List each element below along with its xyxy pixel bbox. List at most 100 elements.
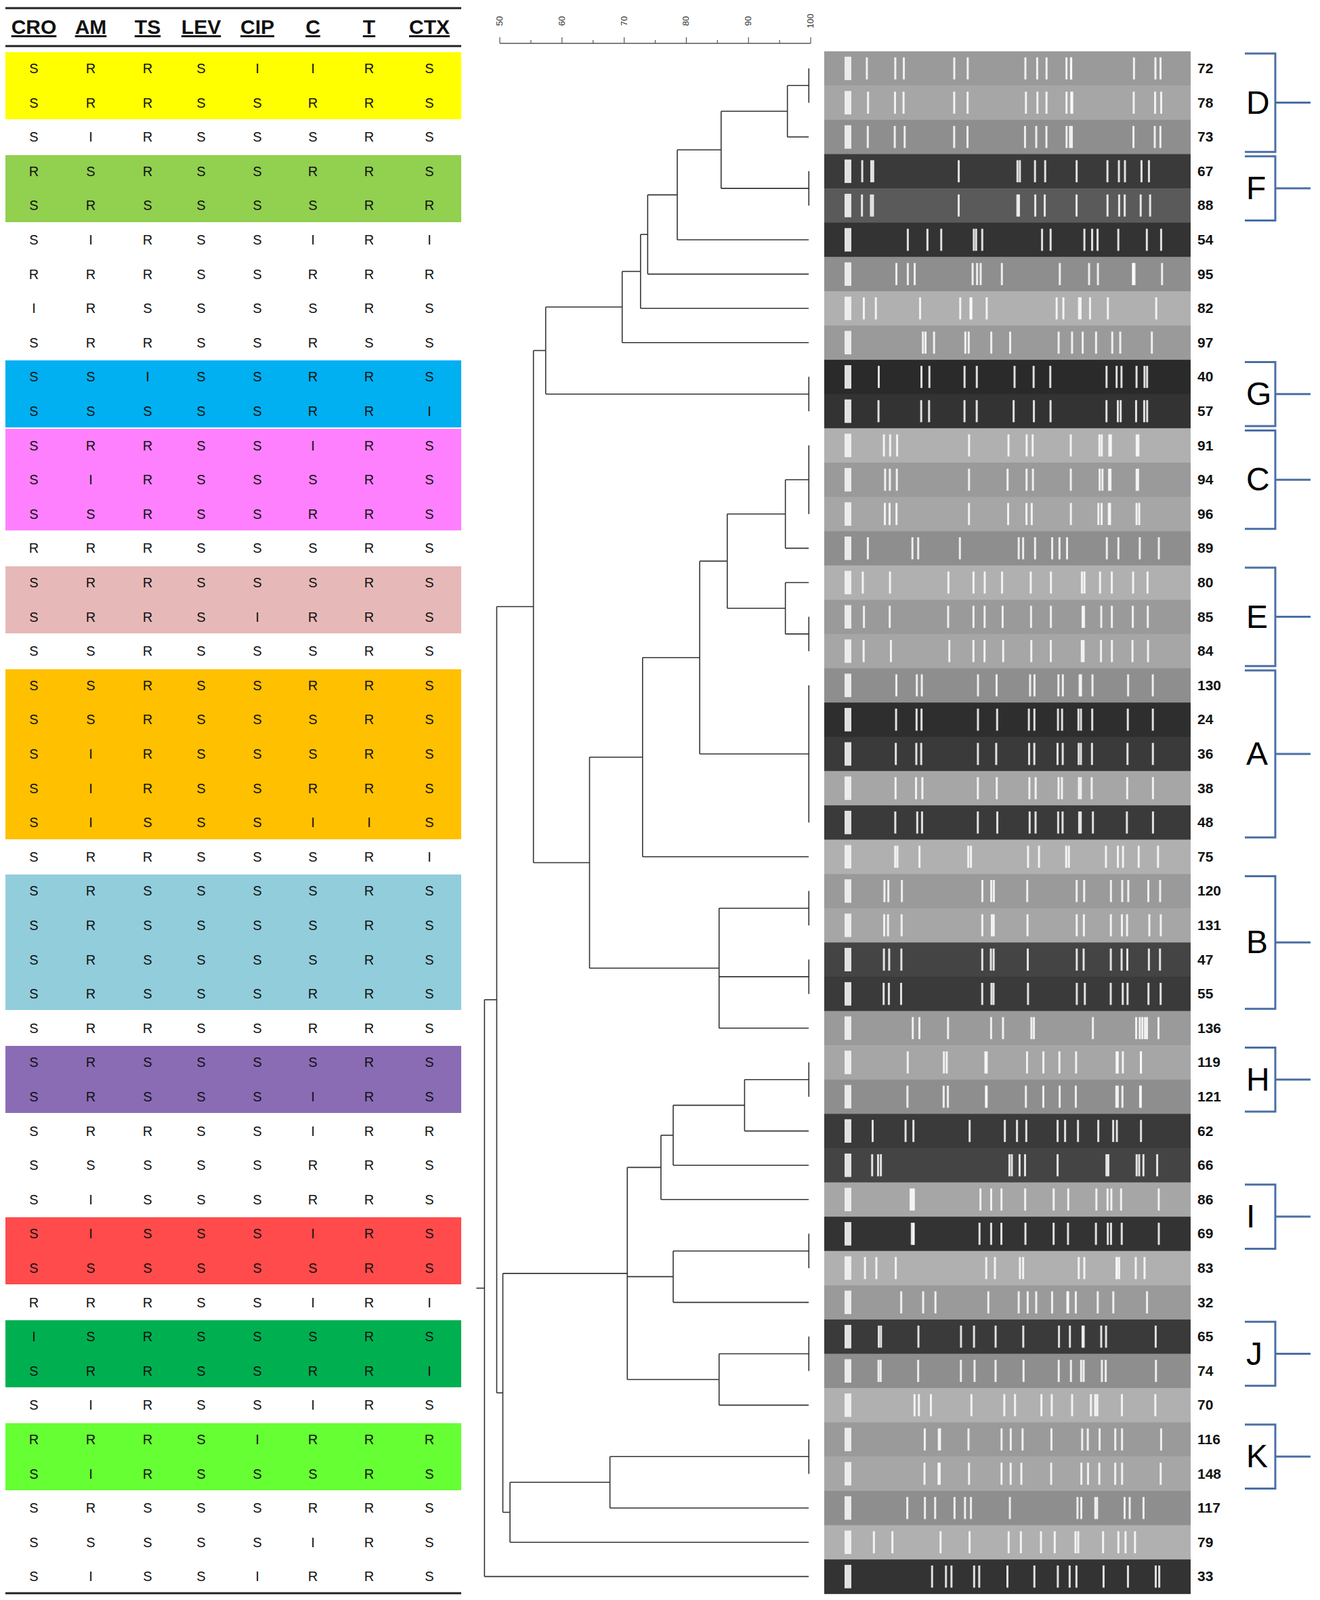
isolate-number: 84 <box>1197 642 1213 660</box>
resistance-cell: S <box>127 949 168 970</box>
resistance-cell: S <box>180 1017 222 1039</box>
gel-lane <box>824 976 1191 1012</box>
gel-band <box>883 914 886 937</box>
gel-band <box>920 708 923 731</box>
gel-band <box>883 948 886 971</box>
gel-band <box>1120 1188 1123 1211</box>
gel-band <box>929 1393 932 1417</box>
gel-band <box>906 228 909 252</box>
gel-lane <box>824 530 1191 566</box>
gel-band <box>1061 708 1064 731</box>
dendrogram-branch <box>677 239 809 241</box>
gel-band <box>920 742 923 766</box>
resistance-cell: S <box>13 332 55 353</box>
gel-band <box>1080 1428 1083 1451</box>
resistance-cell: I <box>292 1531 334 1553</box>
gel-band <box>1154 1359 1157 1383</box>
gel-band <box>1019 1531 1023 1554</box>
resistance-cell: S <box>409 983 450 1004</box>
gel-band <box>1154 1393 1157 1417</box>
gel-band <box>864 1257 867 1280</box>
gel-band <box>1009 1462 1012 1485</box>
dendrogram-branch <box>721 187 810 189</box>
resistance-cell: S <box>237 640 278 662</box>
dendrogram-branch <box>719 1404 809 1407</box>
resistance-cell: S <box>237 469 278 490</box>
gel-band <box>975 365 978 389</box>
gel-band <box>1082 605 1085 628</box>
gel-band <box>994 1325 997 1348</box>
isolate-number: 95 <box>1197 265 1213 284</box>
gel-band <box>971 262 974 286</box>
resistance-cell: S <box>409 606 450 628</box>
gel-band <box>1060 776 1063 800</box>
gel-band <box>1013 365 1016 389</box>
gel-band <box>1104 845 1107 869</box>
gel-band <box>1123 1496 1126 1520</box>
gel-band <box>1032 1017 1035 1040</box>
resistance-cell: S <box>13 1223 55 1244</box>
gel-band <box>959 1359 962 1383</box>
gel-band <box>992 982 995 1006</box>
gel-band <box>912 1119 915 1142</box>
gel-lane <box>824 1456 1191 1491</box>
gel-band <box>1135 1257 1138 1280</box>
resistance-cell: R <box>409 195 450 216</box>
resistance-cell: R <box>292 1360 334 1381</box>
gel-band <box>1098 1428 1101 1451</box>
dendrogram-branch <box>744 1078 809 1081</box>
resistance-cell: S <box>127 1531 168 1553</box>
gel-band <box>870 194 873 217</box>
gel-band <box>1159 914 1162 937</box>
resistance-cell: I <box>237 58 278 79</box>
gel-band <box>1155 297 1158 320</box>
gel-band <box>1025 503 1028 526</box>
gel-band <box>1009 1428 1012 1451</box>
resistance-cell: S <box>13 195 55 216</box>
gel-band <box>1036 91 1039 114</box>
gel-band <box>893 125 897 149</box>
gel-band <box>995 674 998 697</box>
gel-band <box>969 1496 972 1520</box>
resistance-cell: R <box>127 1360 168 1381</box>
gel-band <box>1070 468 1073 492</box>
dendrogram-branch <box>661 1198 809 1201</box>
gel-band <box>913 1393 916 1417</box>
gel-band <box>963 400 966 423</box>
resistance-cell: S <box>180 1326 222 1347</box>
gel-band <box>946 1017 949 1040</box>
dendrogram-branch <box>661 1134 674 1136</box>
gel-lane <box>824 1011 1191 1046</box>
axis-tick <box>623 37 625 44</box>
gel-band <box>879 1325 882 1348</box>
gel-band <box>1157 1188 1160 1211</box>
gel-band <box>984 1051 987 1074</box>
gel-band <box>1097 503 1100 526</box>
gel-band <box>1112 1119 1115 1142</box>
gel-band <box>1158 537 1161 560</box>
gel-band <box>1022 537 1025 560</box>
gel-band <box>1109 503 1112 526</box>
gel-band <box>933 1496 936 1520</box>
gel-band <box>879 1154 882 1177</box>
gel-band <box>1045 57 1048 80</box>
gel-band <box>1097 262 1100 286</box>
dendrogram-branch <box>699 560 728 563</box>
gel-band <box>1119 400 1122 423</box>
resistance-cell: S <box>180 846 222 867</box>
gel-band <box>1068 1325 1071 1348</box>
resistance-cell: S <box>70 366 112 387</box>
gel-band <box>981 982 984 1006</box>
isolate-number: 48 <box>1197 813 1213 832</box>
gel-band <box>1003 1119 1006 1142</box>
gel-band <box>1098 468 1101 492</box>
gel-band <box>883 434 886 457</box>
gel-band <box>875 297 878 320</box>
gel-band <box>1070 125 1073 149</box>
axis-tick <box>561 37 563 44</box>
resistance-cell: R <box>127 1394 168 1415</box>
gel-band <box>1012 400 1015 423</box>
gel-band <box>1028 742 1031 766</box>
resistance-cell: I <box>409 400 450 422</box>
resistance-cell: R <box>127 503 168 525</box>
